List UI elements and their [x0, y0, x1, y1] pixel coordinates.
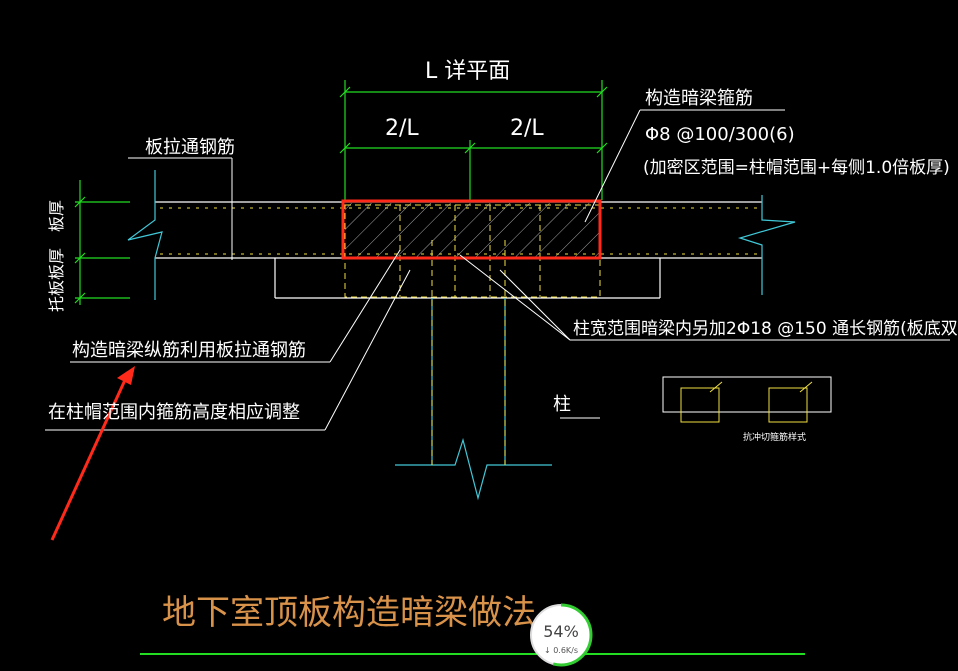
break-lines	[127, 170, 796, 501]
drop-panel-thickness-label: 托板板厚	[47, 248, 66, 312]
dim-total-label: L 详平面	[425, 59, 510, 84]
cad-drawing-canvas: L 详平面 2/L 2/L 板拉通钢筋 板厚 托板板厚 构造暗梁箍筋 Φ8 @1…	[45, 59, 958, 655]
slab-through-rebar-label: 板拉通钢筋	[145, 137, 235, 158]
stirrups-title-label: 构造暗梁箍筋	[645, 88, 753, 109]
download-progress-widget[interactable]: 54% ↓ 0.6K/s	[529, 603, 593, 667]
hidden-beam-hatch	[345, 203, 600, 258]
longitudinal-rebar-label: 构造暗梁纵筋利用板拉通钢筋	[72, 340, 306, 361]
stirrup-detail-caption: 抗冲切箍筋样式	[743, 431, 806, 443]
leader-lines	[45, 109, 950, 431]
stirrups-spec-label: Φ8 @100/300(6)	[645, 124, 795, 145]
column-label: 柱	[553, 394, 571, 415]
dim-half-left-label: 2/L	[385, 116, 419, 141]
red-arrow	[50, 366, 135, 541]
progress-ring-icon: 54% ↓ 0.6K/s	[529, 603, 593, 667]
progress-speed: ↓ 0.6K/s	[544, 646, 578, 655]
hidden-beam-highlight	[341, 199, 602, 260]
extra-rebar-label: 柱宽范围暗梁内另加2Φ18 @150 通长钢筋(板底双向)	[573, 319, 958, 339]
stirrups-note-label: (加密区范围=柱帽范围+每侧1.0倍板厚)	[643, 158, 950, 178]
stirrup-height-label: 在柱帽范围内箍筋高度相应调整	[48, 402, 300, 423]
stirrup-detail	[662, 376, 832, 423]
column	[431, 298, 506, 465]
dim-half-right-label: 2/L	[510, 116, 544, 141]
slab-thickness-label: 板厚	[47, 200, 66, 232]
progress-percent: 54%	[543, 622, 579, 641]
drawing-title: 地下室顶板构造暗梁做法	[162, 593, 536, 633]
dimension-lines	[74, 80, 608, 305]
